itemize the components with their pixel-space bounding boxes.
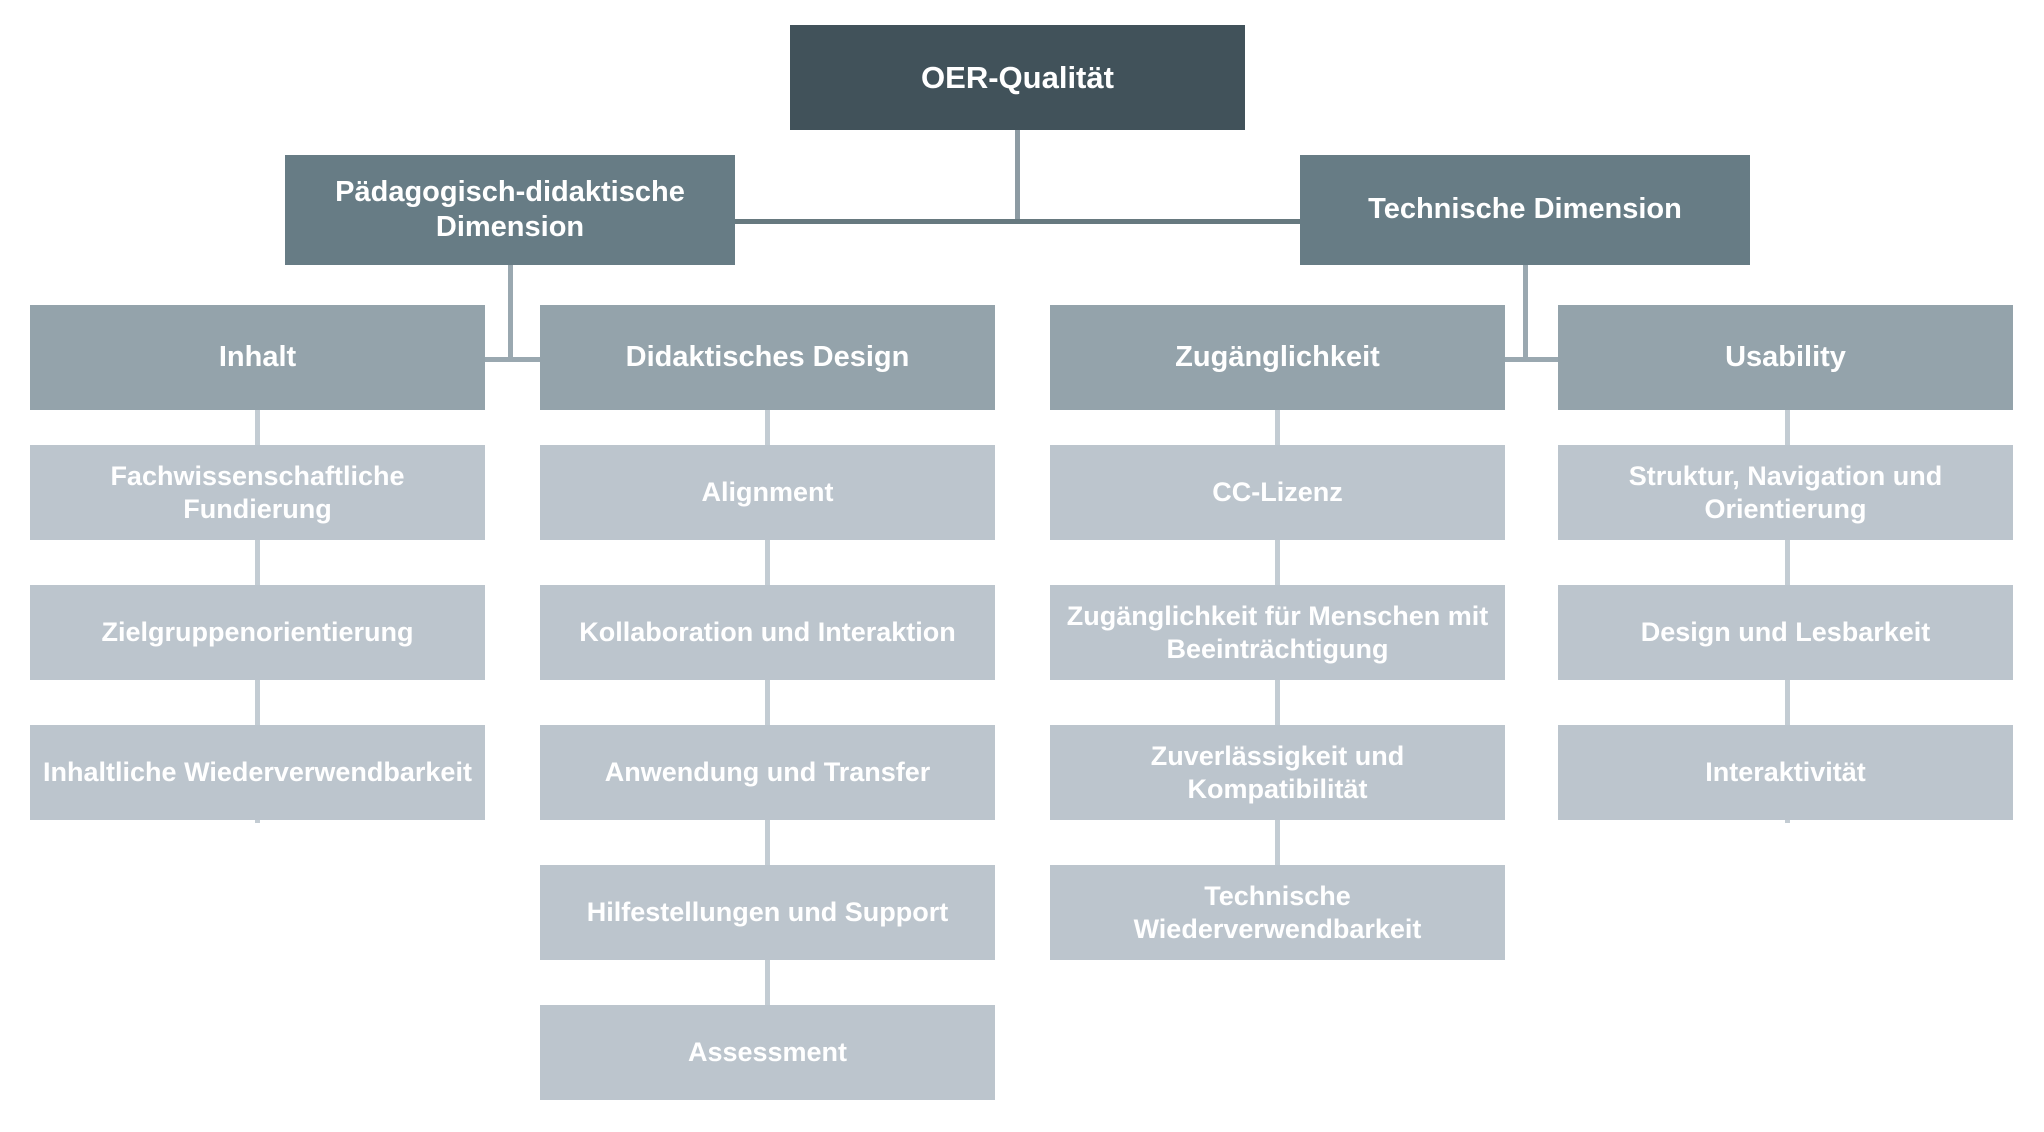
node-criterion-anwendung-und-transfer[interactable]: Anwendung und Transfer — [540, 725, 995, 820]
node-criterion-fachwissenschaftliche-fundierung[interactable]: Fachwissenschaftliche Fundierung — [30, 445, 485, 540]
node-criterion-alignment[interactable]: Alignment — [540, 445, 995, 540]
connector-dimension-spine — [735, 219, 1302, 224]
node-criterion-technische-wiederverwendbarkeit[interactable]: Technische Wiederverwendbarkeit — [1050, 865, 1505, 960]
connector-technical-category-spine — [1500, 357, 1558, 362]
node-dimension-pedagogical-didactic[interactable]: Pädagogisch-didaktische Dimension — [285, 155, 735, 265]
node-criterion-assessment[interactable]: Assessment — [540, 1005, 995, 1100]
node-root-oer-qualitaet[interactable]: OER-Qualität — [790, 25, 1245, 130]
node-criterion-cc-lizenz[interactable]: CC-Lizenz — [1050, 445, 1505, 540]
node-criterion-hilfestellungen-und-support[interactable]: Hilfestellungen und Support — [540, 865, 995, 960]
node-criterion-zielgruppenorientierung[interactable]: Zielgruppenorientierung — [30, 585, 485, 680]
connector-pedagogical-stem — [508, 263, 513, 361]
node-category-inhalt[interactable]: Inhalt — [30, 305, 485, 410]
node-criterion-inhaltliche-wiederverwendbarkeit[interactable]: Inhaltliche Wiederverwendbarkeit — [30, 725, 485, 820]
node-criterion-kollaboration-und-interaktion[interactable]: Kollaboration und Interaktion — [540, 585, 995, 680]
node-criterion-struktur-navigation-und-orientierung[interactable]: Struktur, Navigation und Orientierung — [1558, 445, 2013, 540]
connector-technical-stem — [1523, 263, 1528, 361]
node-category-didaktisches-design[interactable]: Didaktisches Design — [540, 305, 995, 410]
node-criterion-design-und-lesbarkeit[interactable]: Design und Lesbarkeit — [1558, 585, 2013, 680]
node-criterion-interaktivitaet[interactable]: Interaktivität — [1558, 725, 2013, 820]
node-category-usability[interactable]: Usability — [1558, 305, 2013, 410]
connector-root-stem — [1015, 128, 1020, 223]
node-criterion-zuverlaessigkeit-und-kompatibilitaet[interactable]: Zuverlässigkeit und Kompatibilität — [1050, 725, 1505, 820]
node-criterion-zugaenglichkeit-fuer-menschen-mit-beeintraechtigung[interactable]: Zugänglichkeit für Menschen mit Beeinträ… — [1050, 585, 1505, 680]
node-dimension-technical[interactable]: Technische Dimension — [1300, 155, 1750, 265]
connector-pedagogical-category-spine — [485, 357, 543, 362]
node-category-zugaenglichkeit[interactable]: Zugänglichkeit — [1050, 305, 1505, 410]
